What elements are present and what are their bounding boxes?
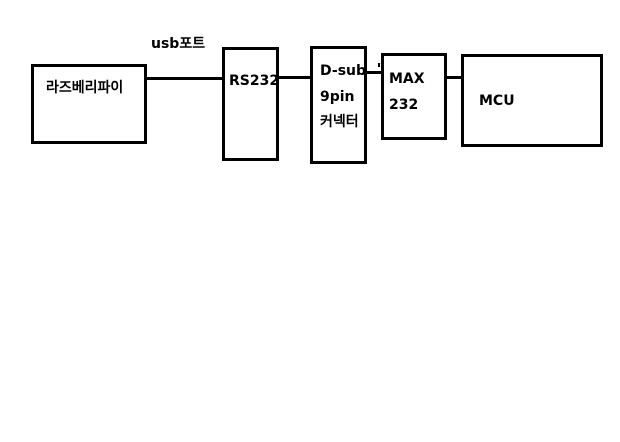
node-max232 [381,53,447,140]
node-rs232-label: RS232 [229,73,280,89]
edge-max232-to-mcu [444,76,464,79]
stray-mark [378,63,380,67]
edge-dsub-to-max232 [364,71,384,74]
edge-raspberry-pi-to-rs232 [146,77,224,80]
node-rs232 [222,47,279,161]
node-dsub-label-line3: 커넥터 [320,114,359,130]
node-max232-label-line2: 232 [389,97,419,113]
node-dsub-label-line1: D-sub [320,63,367,79]
node-dsub-label-line2: 9pin [320,89,355,105]
node-raspberry-pi [31,64,147,144]
node-dsub-connector [310,46,367,164]
node-raspberry-pi-label: 라즈베리파이 [46,80,124,96]
node-mcu [461,54,603,147]
edge-rs232-to-dsub [277,76,313,79]
node-max232-label-line1: MAX [389,71,425,87]
edge-label-usb-port: usb포트 [151,36,206,52]
node-mcu-label: MCU [479,93,515,109]
